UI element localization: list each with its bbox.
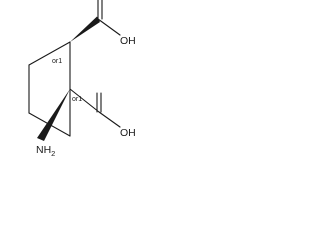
stereo-wedge-bond-top	[70, 16, 100, 42]
stereo-descriptor-bottom: or1	[72, 96, 82, 103]
cyclohexane-ring	[28, 41, 71, 137]
carboxyl-group-top: OH	[97, 0, 136, 47]
c-oh-bond-top	[97, 18, 121, 36]
amine-label-subscript: 2	[51, 149, 55, 158]
carboxyl-group-bottom: OH	[69, 88, 136, 139]
c-carboxyl-bond-bottom	[69, 88, 100, 113]
stereo-descriptor-top: or1	[52, 58, 62, 65]
ring-bond-2	[28, 41, 71, 66]
hydroxyl-label-top: OH	[120, 35, 136, 47]
amine-label: NH2	[36, 144, 55, 158]
amine-label-main: NH	[36, 144, 51, 156]
structure-diagram: OH NH2 OH or1 or1	[28, 0, 136, 158]
hydroxyl-label-bottom: OH	[120, 127, 136, 139]
c-oh-bond-bottom	[98, 111, 121, 128]
stereo-wedge-bond-amine	[37, 89, 70, 141]
